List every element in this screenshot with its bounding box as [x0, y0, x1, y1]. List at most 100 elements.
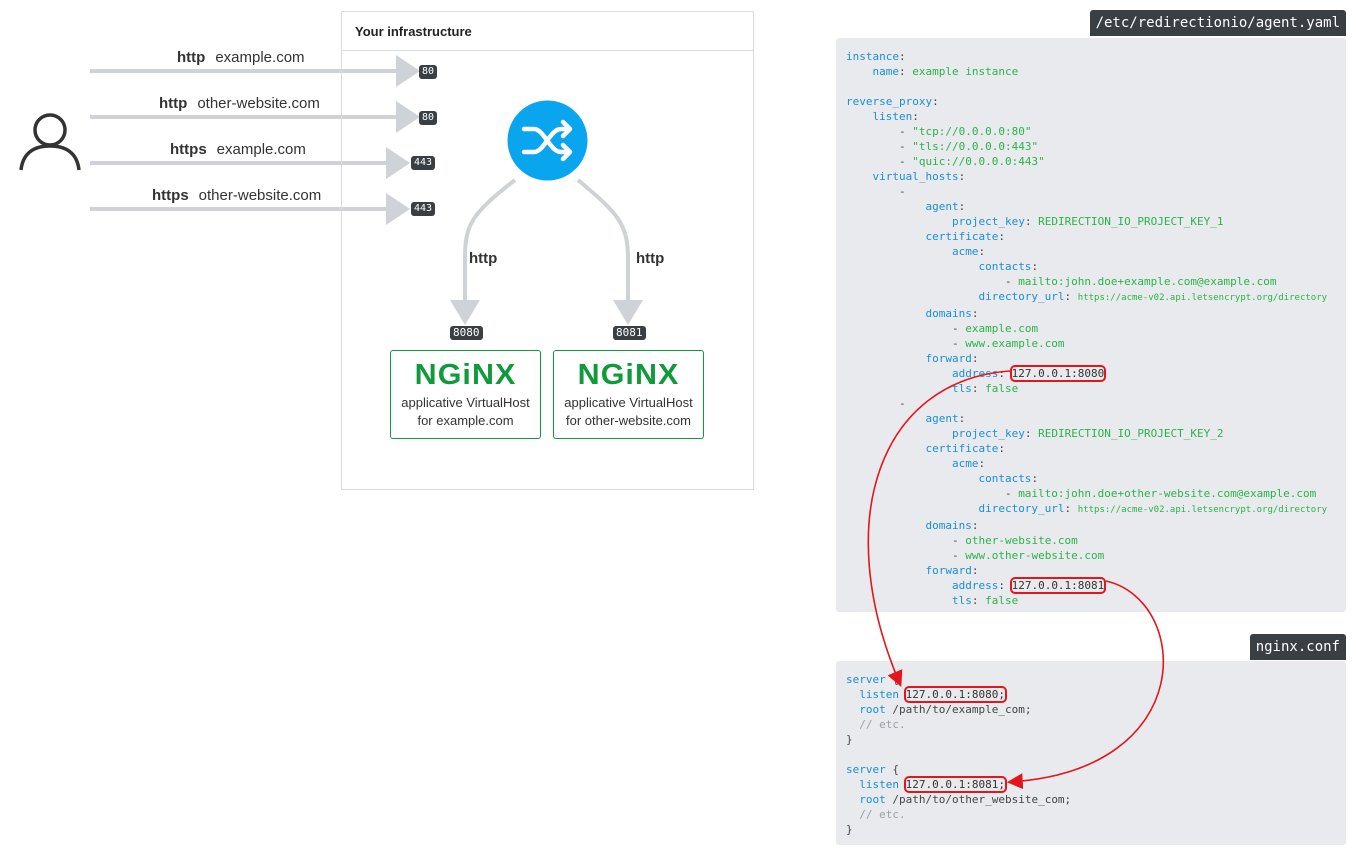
code-token: : [1064, 502, 1078, 515]
code-line: - other-website.com [846, 533, 1327, 548]
code-token [846, 808, 859, 821]
code-token: false [985, 382, 1019, 395]
code-token: agent [925, 412, 959, 425]
code-line: - www.example.com [846, 336, 1327, 351]
code-token: "tcp://0.0.0.0:80" [912, 125, 1032, 138]
code-token: : [971, 564, 979, 577]
code-token: tls [951, 594, 972, 607]
highlighted-address: 127.0.0.1:8080 [1009, 365, 1107, 382]
code-line: acme: [846, 456, 1327, 471]
highlighted-address: 127.0.0.1:8081 [1009, 577, 1107, 594]
code-token: - [846, 337, 966, 350]
code-token: : [1031, 260, 1039, 273]
code-token: { [885, 673, 899, 686]
code-token: } [846, 733, 853, 746]
port-badge: 443 [411, 202, 436, 216]
code-token [846, 472, 978, 485]
vhost-label: applicative VirtualHost for other-websit… [564, 395, 693, 428]
code-line: - [846, 396, 1327, 411]
code-token: : [958, 412, 966, 425]
code-token: : [978, 245, 986, 258]
code-token: directory_url [978, 290, 1065, 303]
code-token: contacts [978, 260, 1032, 273]
code-token: : [998, 579, 1012, 592]
code-token: address [951, 367, 999, 380]
code-token: - [846, 185, 906, 198]
code-token [846, 718, 859, 731]
code-token [846, 260, 978, 273]
nginx-conf-code: server { listen 127.0.0.1:8080; root /pa… [846, 672, 1071, 837]
code-line: - [846, 184, 1327, 199]
code-token: : [998, 230, 1005, 243]
code-token: domains [925, 307, 972, 320]
code-token: instance [846, 50, 899, 63]
code-line: address: 127.0.0.1:8081 [846, 577, 1327, 594]
code-token [846, 412, 925, 425]
code-token [846, 793, 859, 806]
code-token: - [846, 155, 913, 168]
code-line: - example.com [846, 321, 1327, 336]
code-line: forward: [846, 351, 1327, 366]
code-token: : [978, 457, 986, 470]
code-token [846, 382, 952, 395]
code-token [846, 230, 925, 243]
code-token: forward [925, 564, 972, 577]
code-line: - "tls://0.0.0.0:443" [846, 139, 1327, 154]
code-token: : [1024, 427, 1039, 440]
code-line: forward: [846, 563, 1327, 578]
http-label-left: http [469, 250, 498, 267]
code-token: false [985, 594, 1019, 607]
code-token: acme [951, 457, 979, 470]
code-line: address: 127.0.0.1:8080 [846, 365, 1327, 382]
code-token [846, 564, 925, 577]
code-token: REDIRECTION_IO_PROJECT_KEY_1 [1038, 215, 1224, 228]
nginx-conf-tab[interactable]: nginx.conf [1249, 634, 1346, 660]
code-token: - [846, 140, 913, 153]
code-line: instance: [846, 49, 1327, 64]
code-token: : [898, 50, 906, 63]
code-token: listen [859, 778, 899, 791]
code-line: name: example instance [846, 64, 1327, 79]
code-token: : [1031, 472, 1039, 485]
code-token: : [1024, 215, 1039, 228]
code-line: virtual_hosts: [846, 169, 1327, 184]
code-token: mailto:john.doe+other-website.com@exampl… [1018, 487, 1317, 500]
code-line: contacts: [846, 259, 1327, 274]
code-token: : [958, 200, 966, 213]
code-token: - [846, 275, 1019, 288]
agent-yaml-tab[interactable]: /etc/redirectionio/agent.yaml [1089, 10, 1346, 36]
infrastructure-title: Your infrastructure [342, 12, 753, 51]
code-token: : [1064, 290, 1078, 303]
code-token: : [912, 110, 919, 123]
code-token [846, 519, 925, 532]
code-token [846, 579, 952, 592]
code-token: certificate [925, 442, 999, 455]
code-token [846, 778, 859, 791]
code-line: domains: [846, 518, 1327, 533]
code-token: name [872, 65, 900, 78]
code-line: } [846, 732, 1071, 747]
code-line: - mailto:john.doe+example.com@example.co… [846, 274, 1327, 289]
code-token [846, 352, 925, 365]
code-token: } [846, 823, 853, 836]
code-token: - [846, 487, 1019, 500]
code-token [846, 65, 873, 78]
code-token: : [998, 442, 1005, 455]
code-token: project_key [951, 427, 1025, 440]
code-line: directory_url: https://acme-v02.api.lets… [846, 501, 1327, 518]
code-line: certificate: [846, 229, 1327, 244]
code-token: www.example.com [965, 337, 1065, 350]
code-token: other-website.com [965, 534, 1078, 547]
code-token: mailto:john.doe+example.com@example.com [1018, 275, 1277, 288]
code-token: certificate [925, 230, 999, 243]
code-token: { [885, 763, 899, 776]
vhost-label: applicative VirtualHost for example.com [401, 395, 530, 428]
code-token [846, 245, 952, 258]
code-token: domains [925, 519, 972, 532]
code-line: reverse_proxy: [846, 94, 1327, 109]
code-token: reverse_proxy [846, 95, 933, 108]
code-line: agent: [846, 411, 1327, 426]
code-token [846, 502, 978, 515]
